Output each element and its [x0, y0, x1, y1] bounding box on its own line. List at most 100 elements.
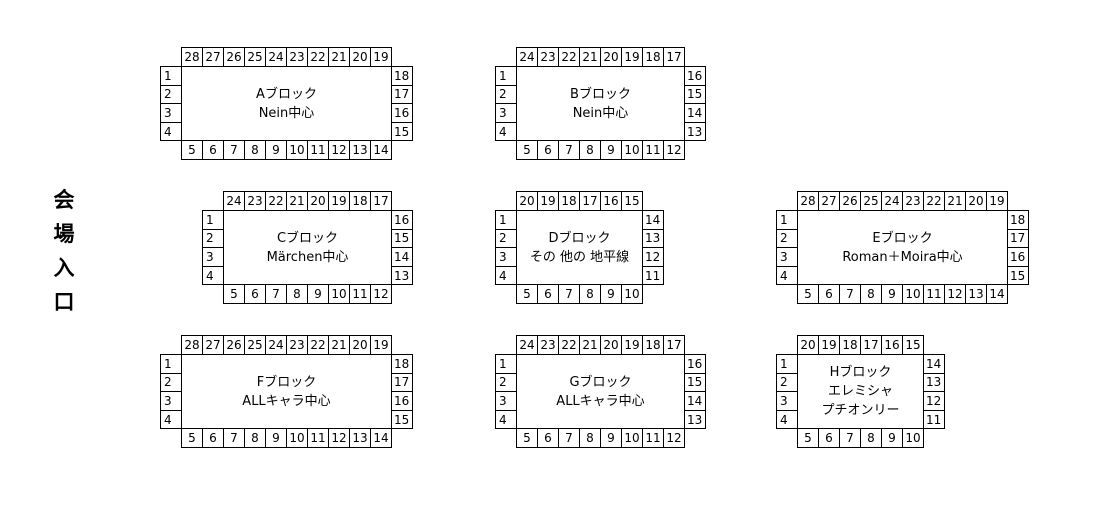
seat-number-right: 15 [391, 121, 413, 142]
seat-number-left: 1 [776, 354, 798, 374]
seat-number-bottom: 9 [600, 428, 622, 449]
seat-number-right: 18 [1007, 210, 1029, 230]
seat-number-bottom: 5 [797, 428, 819, 449]
seat-number-top: 19 [818, 335, 840, 355]
seat-number-top: 19 [370, 335, 392, 355]
seat-number-left: 3 [776, 391, 798, 411]
seat-number-left: 3 [160, 391, 182, 411]
seat-number-top: 21 [328, 335, 350, 355]
seat-number-top: 19 [370, 47, 392, 67]
seat-number-top: 15 [621, 191, 643, 211]
block-description: ALLキャラ中心 [556, 393, 645, 409]
seat-number-bottom: 12 [370, 284, 392, 305]
seat-number-left: 3 [495, 247, 517, 267]
seat-number-right: 13 [684, 121, 706, 142]
block-description: Märchen中心 [266, 249, 349, 265]
seat-number-bottom: 6 [537, 284, 559, 305]
seat-number-top: 24 [223, 191, 245, 211]
seat-number-top: 25 [244, 335, 266, 355]
seat-number-right: 14 [684, 391, 706, 411]
seat-number-bottom: 9 [600, 284, 622, 305]
seat-number-right: 17 [391, 372, 413, 393]
seat-number-bottom: 14 [370, 428, 392, 449]
seat-number-bottom: 11 [642, 140, 664, 161]
block-name: Eブロック [872, 230, 933, 246]
seat-number-bottom: 11 [923, 284, 945, 305]
block-description: Nein中心 [572, 105, 629, 121]
seat-number-bottom: 10 [328, 284, 350, 305]
seat-number-right: 16 [1007, 247, 1029, 267]
block-description: エレミシャ [827, 384, 893, 400]
seat-number-bottom: 6 [244, 284, 266, 305]
seat-number-bottom: 12 [328, 140, 350, 161]
seat-number-top: 18 [839, 335, 861, 355]
seat-number-bottom: 5 [181, 140, 203, 161]
entrance-char: 口 [53, 290, 75, 314]
seat-number-bottom: 11 [642, 428, 664, 449]
seat-number-bottom: 6 [202, 140, 224, 161]
seat-number-left: 4 [776, 265, 798, 286]
seat-number-top: 17 [579, 191, 601, 211]
seat-number-bottom: 5 [181, 428, 203, 449]
seat-number-top: 21 [944, 191, 966, 211]
seat-number-top: 20 [349, 47, 371, 67]
seat-number-right: 18 [391, 66, 413, 86]
seat-number-bottom: 8 [579, 428, 601, 449]
seat-number-bottom: 7 [265, 284, 287, 305]
block-name: Fブロック [256, 374, 317, 390]
seat-number-left: 2 [776, 228, 798, 249]
seat-number-top: 20 [600, 47, 622, 67]
seat-number-bottom: 12 [328, 428, 350, 449]
seat-number-top: 22 [307, 47, 329, 67]
seat-number-right: 17 [1007, 228, 1029, 249]
seat-number-top: 18 [558, 191, 580, 211]
seat-number-left: 2 [495, 84, 517, 105]
seat-number-bottom: 7 [839, 284, 861, 305]
seat-number-bottom: 6 [818, 284, 840, 305]
seat-number-right: 12 [923, 391, 945, 411]
seat-number-right: 18 [391, 354, 413, 374]
block-name: Gブロック [569, 374, 632, 390]
seat-number-right: 15 [1007, 265, 1029, 286]
block-name: Hブロック [829, 365, 892, 381]
seat-number-bottom: 14 [986, 284, 1008, 305]
block-name: Dブロック [548, 230, 611, 246]
seat-number-top: 26 [223, 335, 245, 355]
seat-number-top: 21 [328, 47, 350, 67]
seat-number-bottom: 5 [797, 284, 819, 305]
seat-number-bottom: 9 [265, 140, 287, 161]
seat-number-top: 27 [818, 191, 840, 211]
seat-number-bottom: 13 [349, 428, 371, 449]
seat-number-left: 1 [776, 210, 798, 230]
seat-number-bottom: 10 [286, 140, 308, 161]
seat-number-top: 22 [307, 335, 329, 355]
seat-number-top: 18 [349, 191, 371, 211]
seat-number-top: 22 [923, 191, 945, 211]
seat-number-right: 16 [684, 66, 706, 86]
seat-number-left: 1 [160, 66, 182, 86]
seat-number-top: 23 [537, 335, 559, 355]
seat-number-top: 19 [986, 191, 1008, 211]
seat-number-left: 4 [495, 265, 517, 286]
seat-number-right: 13 [391, 265, 413, 286]
seat-number-right: 15 [391, 228, 413, 249]
seat-number-bottom: 8 [286, 284, 308, 305]
seat-number-right: 17 [391, 84, 413, 105]
seat-number-bottom: 5 [516, 284, 538, 305]
seat-number-top: 16 [881, 335, 903, 355]
seat-number-top: 20 [349, 335, 371, 355]
seat-number-top: 15 [902, 335, 924, 355]
seat-number-left: 2 [160, 372, 182, 393]
seat-number-top: 22 [558, 47, 580, 67]
seat-number-right: 16 [391, 210, 413, 230]
seat-number-top: 18 [642, 335, 664, 355]
seat-number-bottom: 11 [307, 140, 329, 161]
seat-number-top: 28 [181, 47, 203, 67]
seat-number-top: 27 [202, 335, 224, 355]
seat-number-right: 12 [642, 247, 664, 267]
seat-number-left: 2 [202, 228, 224, 249]
